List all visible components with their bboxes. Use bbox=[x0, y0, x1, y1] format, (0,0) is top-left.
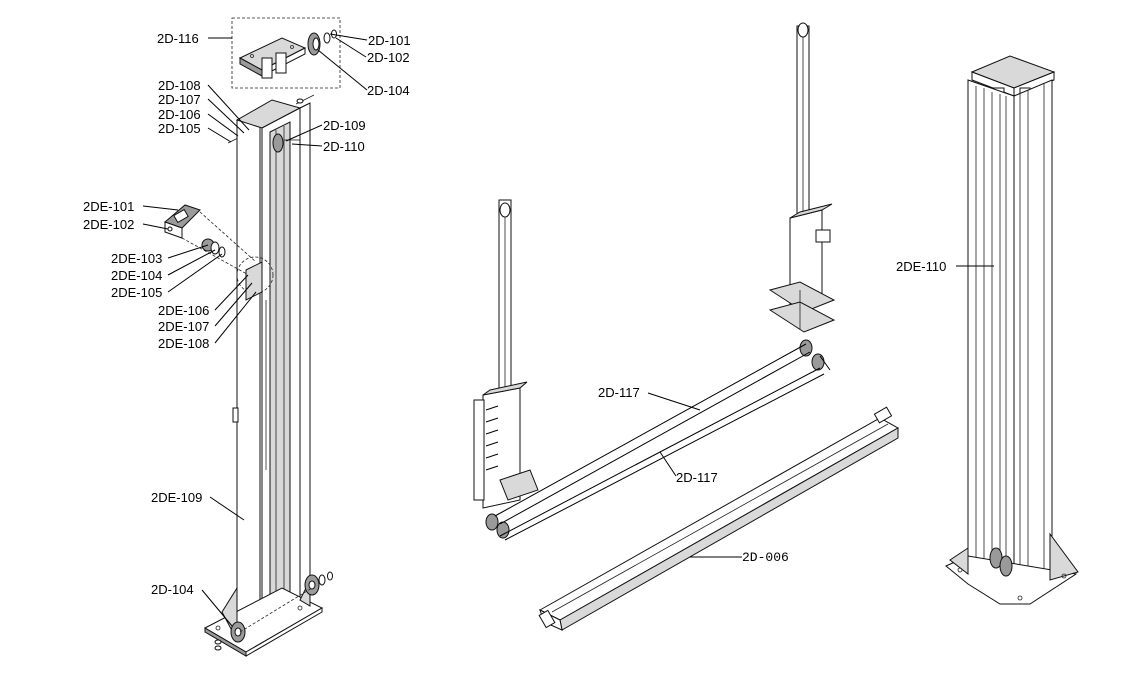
label-2d-107: 2D-107 bbox=[158, 92, 201, 107]
label-2d-110: 2D-110 bbox=[323, 139, 365, 154]
label-2d-006: 2D-006 bbox=[742, 550, 789, 565]
assembled-column bbox=[945, 55, 1079, 605]
label-2d-109: 2D-109 bbox=[323, 118, 366, 133]
lock-handle-assembly bbox=[164, 204, 274, 301]
cables bbox=[494, 343, 831, 541]
label-2d-101: 2D-101 bbox=[368, 33, 411, 48]
label-2de-104: 2DE-104 bbox=[111, 268, 162, 283]
label-2de-101: 2DE-101 bbox=[83, 199, 134, 214]
label-2d-116: 2D-116 bbox=[157, 31, 199, 46]
label-2de-107: 2DE-107 bbox=[158, 319, 209, 334]
label-2d-104-bottom: 2D-104 bbox=[151, 582, 194, 597]
label-2d-102: 2D-102 bbox=[367, 50, 410, 65]
leader-lines-middle bbox=[647, 392, 742, 558]
main-column bbox=[232, 99, 311, 641]
bottom-pulleys bbox=[214, 571, 333, 651]
crossbeam bbox=[538, 406, 900, 631]
label-2de-110: 2DE-110 bbox=[896, 259, 946, 274]
part-labels: 2D-116 2D-101 2D-102 2D-104 2D-108 2D-10… bbox=[83, 31, 946, 597]
assembled-column-base bbox=[945, 532, 1079, 605]
label-2d-108: 2D-108 bbox=[158, 78, 201, 93]
label-2de-103: 2DE-103 bbox=[111, 251, 162, 266]
label-2d-117-a: 2D-117 bbox=[598, 385, 640, 400]
carriage-cable-frame bbox=[473, 22, 900, 631]
top-cap-plate bbox=[238, 37, 307, 79]
side-bracket-top bbox=[272, 133, 300, 153]
label-2de-109: 2DE-109 bbox=[151, 490, 202, 505]
right-slider-rail bbox=[768, 22, 836, 371]
leader-lines-left bbox=[142, 33, 368, 627]
label-2de-102: 2DE-102 bbox=[83, 217, 134, 232]
assembled-column-body bbox=[967, 79, 1053, 591]
top-pulley bbox=[307, 29, 337, 56]
top-cap-detail-box bbox=[231, 17, 341, 89]
left-rail-slots bbox=[485, 405, 499, 471]
label-2d-117-b: 2D-117 bbox=[676, 470, 718, 485]
label-2d-106: 2D-106 bbox=[158, 107, 201, 122]
label-2de-105: 2DE-105 bbox=[111, 285, 162, 300]
exploded-column-assembly bbox=[164, 17, 341, 657]
label-2de-106: 2DE-106 bbox=[158, 303, 209, 318]
label-2d-105: 2D-105 bbox=[158, 121, 201, 136]
label-2d-104-top: 2D-104 bbox=[367, 83, 410, 98]
left-slider-rail bbox=[473, 199, 539, 539]
label-2de-108: 2DE-108 bbox=[158, 336, 209, 351]
